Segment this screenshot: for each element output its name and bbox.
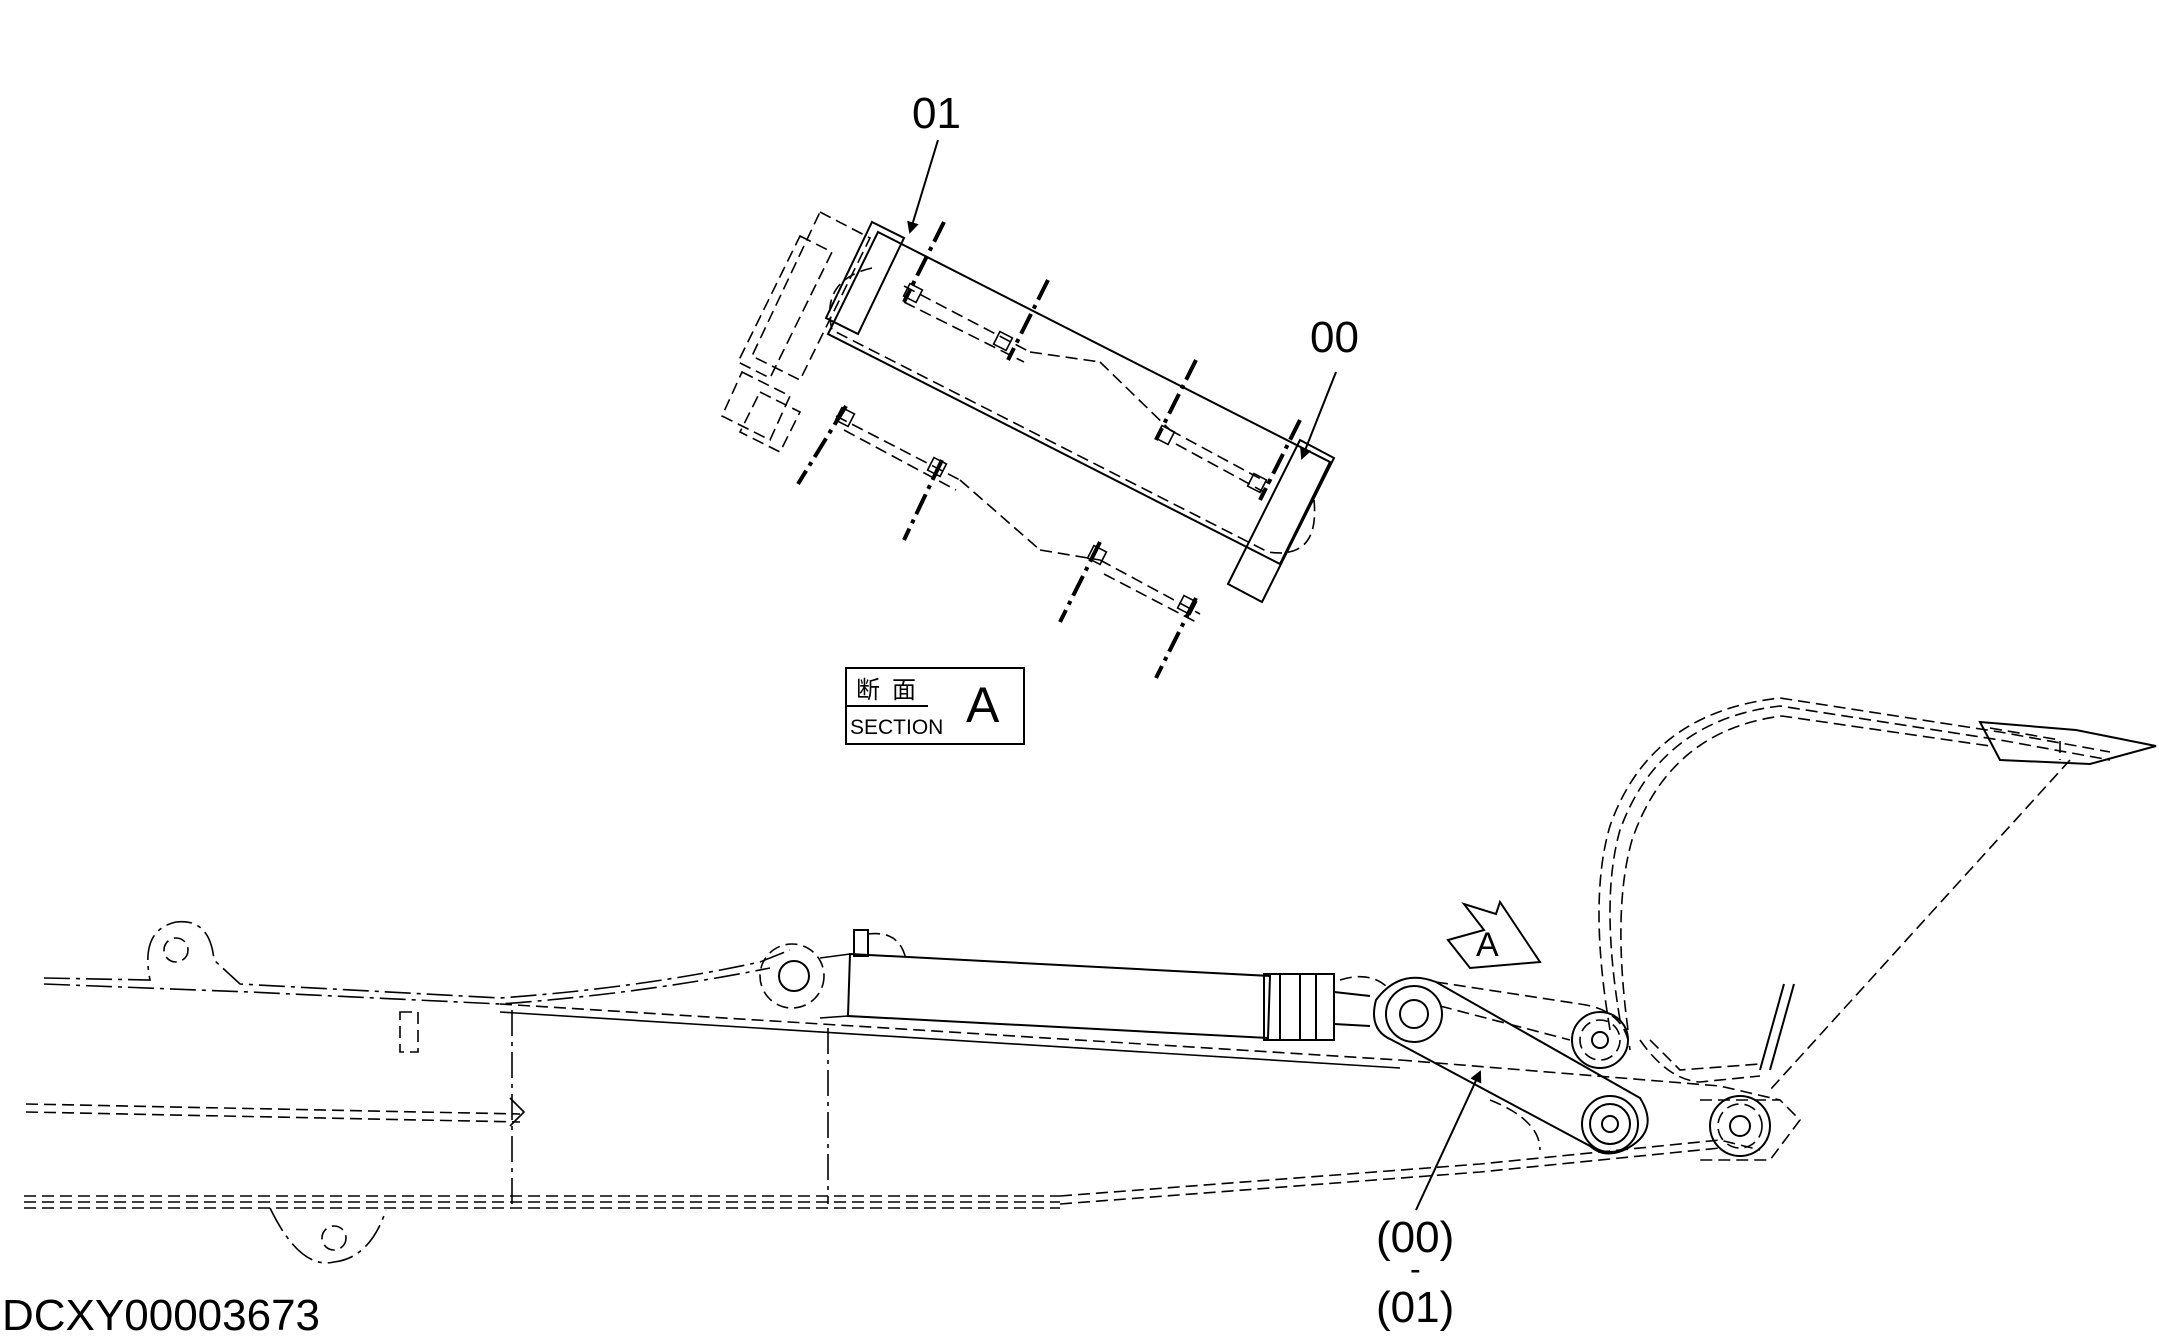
bucket-cylinder: [759, 929, 1391, 1041]
section-kanji-2: 面: [892, 677, 916, 704]
leader-link-callout: [1415, 1070, 1482, 1211]
seal-centerlines: [796, 221, 1302, 679]
leader-part-00: [1300, 371, 1337, 460]
part-label-01: 01: [912, 89, 961, 138]
callout-separator: -: [1410, 1251, 1421, 1287]
view-marker-letter: A: [1476, 926, 1499, 964]
section-a-detail: 01 00: [720, 89, 1359, 679]
part-label-00: 00: [1310, 313, 1359, 362]
section-word: SECTION: [850, 716, 943, 739]
section-end-bracket: [720, 210, 872, 454]
section-cut-marker: A: [1446, 899, 1542, 970]
bucket: [1598, 697, 2157, 1091]
section-letter: A: [966, 677, 1000, 733]
bucket-linkage: [1373, 976, 1802, 1161]
drawing-id: DCXY00003673: [2, 1291, 320, 1340]
pin-body: [824, 220, 1336, 604]
link-callout: (00) - (01): [1376, 1070, 1482, 1332]
leader-part-01: [907, 139, 939, 234]
arm-structure: [24, 920, 1781, 1264]
bushing-row-bottom: [834, 406, 1201, 623]
callout-01: (01): [1376, 1283, 1454, 1332]
section-kanji-1: 断: [856, 677, 880, 704]
section-title-box: 断 面 SECTION A: [845, 667, 1025, 745]
callout-00: (00): [1376, 1213, 1454, 1262]
bushing-row-top: [902, 282, 1271, 494]
